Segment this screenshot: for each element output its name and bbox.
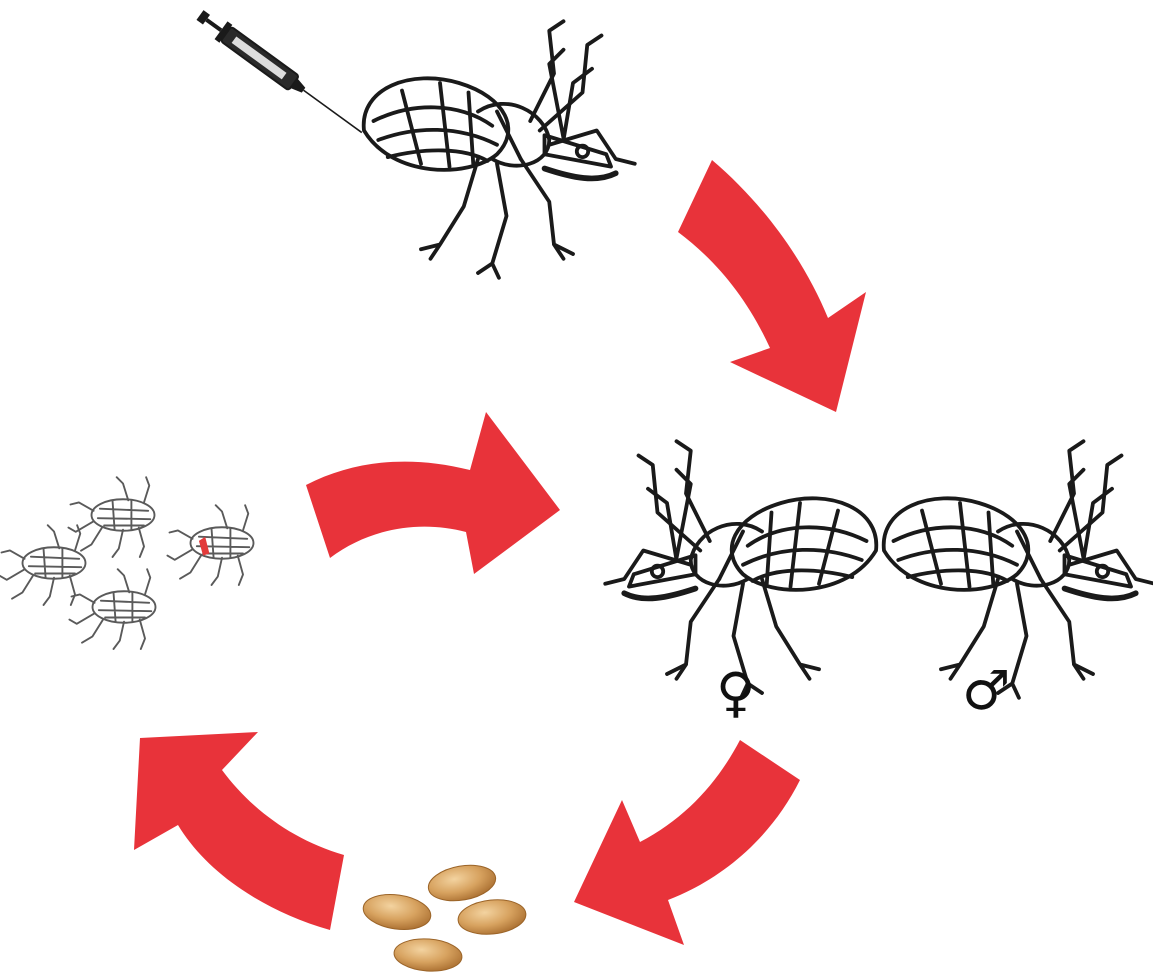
- arrow-to-mating: [678, 160, 866, 412]
- male-symbol: ♂: [962, 664, 1010, 718]
- nymph: [68, 477, 154, 557]
- egg-cluster-icon: [361, 860, 528, 973]
- syringe-icon: [194, 6, 369, 141]
- egg: [361, 890, 433, 933]
- egg: [426, 860, 499, 905]
- arrow-to-nymphs: [134, 732, 344, 930]
- nymphs-icon: [0, 477, 253, 649]
- nymph: [0, 525, 86, 605]
- male-bug: [884, 441, 1153, 698]
- marked-nymph: [167, 505, 253, 585]
- injected-bug: [364, 21, 635, 278]
- female-bug: [605, 441, 876, 698]
- arrow-to-adults: [306, 412, 560, 574]
- arrow-to-eggs: [574, 740, 800, 945]
- nymph: [69, 569, 155, 649]
- egg: [393, 937, 463, 974]
- female-symbol: ♀: [716, 666, 756, 720]
- egg: [456, 897, 527, 938]
